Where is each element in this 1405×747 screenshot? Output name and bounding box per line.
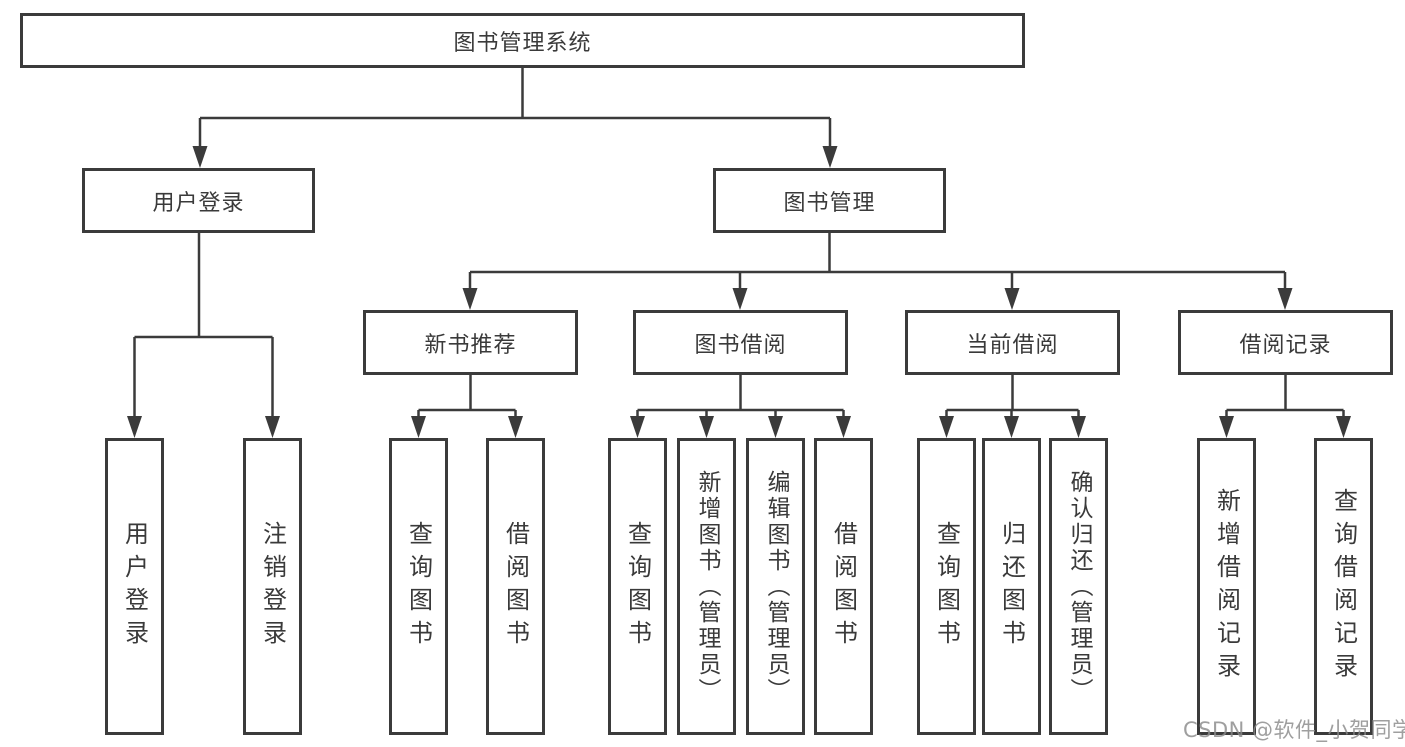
- leaf-label: 注销登录: [258, 520, 287, 653]
- leaf-query-books-current: 查询图书: [917, 438, 976, 735]
- leaf-label: 用户登录: [120, 520, 149, 653]
- leaf-borrow-books: 借阅图书: [814, 438, 873, 735]
- leaf-return-book: 归还图书: [982, 438, 1041, 735]
- leaf-label: 编辑图书（管理员）: [763, 469, 789, 704]
- leaf-label: 新增图书（管理员）: [694, 469, 720, 704]
- connector-borrow-records-to-leaves: [1219, 373, 1351, 438]
- leaf-confirm-return-admin: 确认归还（管理员）: [1049, 438, 1108, 735]
- leaf-label: 借阅图书: [829, 520, 858, 653]
- leaf-label: 归还图书: [997, 520, 1026, 653]
- connector-root-to-level2: [192, 66, 838, 168]
- node-new-book-recommend: 新书推荐: [363, 310, 578, 375]
- node-borrow-records: 借阅记录: [1178, 310, 1393, 375]
- node-book-management: 图书管理: [713, 168, 946, 233]
- node-root: 图书管理系统: [20, 13, 1025, 68]
- leaf-edit-book-admin: 编辑图书（管理员）: [746, 438, 805, 735]
- leaf-label: 借阅图书: [501, 520, 530, 653]
- leaf-label: 查询图书: [404, 520, 433, 653]
- leaf-query-books-borrow: 查询图书: [608, 438, 667, 735]
- connector-user-login-to-leaves: [127, 231, 280, 438]
- leaf-label: 确认归还（管理员）: [1066, 469, 1092, 704]
- leaf-add-book-admin: 新增图书（管理员）: [677, 438, 736, 735]
- leaf-label: 查询图书: [623, 520, 652, 653]
- node-current-borrow: 当前借阅: [905, 310, 1120, 375]
- leaf-query-borrow-record: 查询借阅记录: [1314, 438, 1373, 735]
- connector-book-management-to-level3: [462, 231, 1293, 310]
- leaf-logout: 注销登录: [243, 438, 302, 735]
- leaf-borrow-books-recommend: 借阅图书: [486, 438, 545, 735]
- leaf-query-books-recommend: 查询图书: [389, 438, 448, 735]
- leaf-label: 查询借阅记录: [1329, 487, 1358, 686]
- leaf-label: 新增借阅记录: [1212, 487, 1241, 686]
- connector-book-borrow-to-leaves: [630, 373, 851, 438]
- node-book-borrow: 图书借阅: [633, 310, 848, 375]
- connector-current-borrow-to-leaves: [939, 373, 1086, 438]
- connector-new-book-recommend-to-leaves: [411, 373, 523, 438]
- leaf-add-borrow-record: 新增借阅记录: [1197, 438, 1256, 735]
- csdn-watermark: CSDN @软件_小贺同学: [1183, 718, 1405, 742]
- leaf-user-login: 用户登录: [105, 438, 164, 735]
- leaf-label: 查询图书: [932, 520, 961, 653]
- node-user-login: 用户登录: [82, 168, 315, 233]
